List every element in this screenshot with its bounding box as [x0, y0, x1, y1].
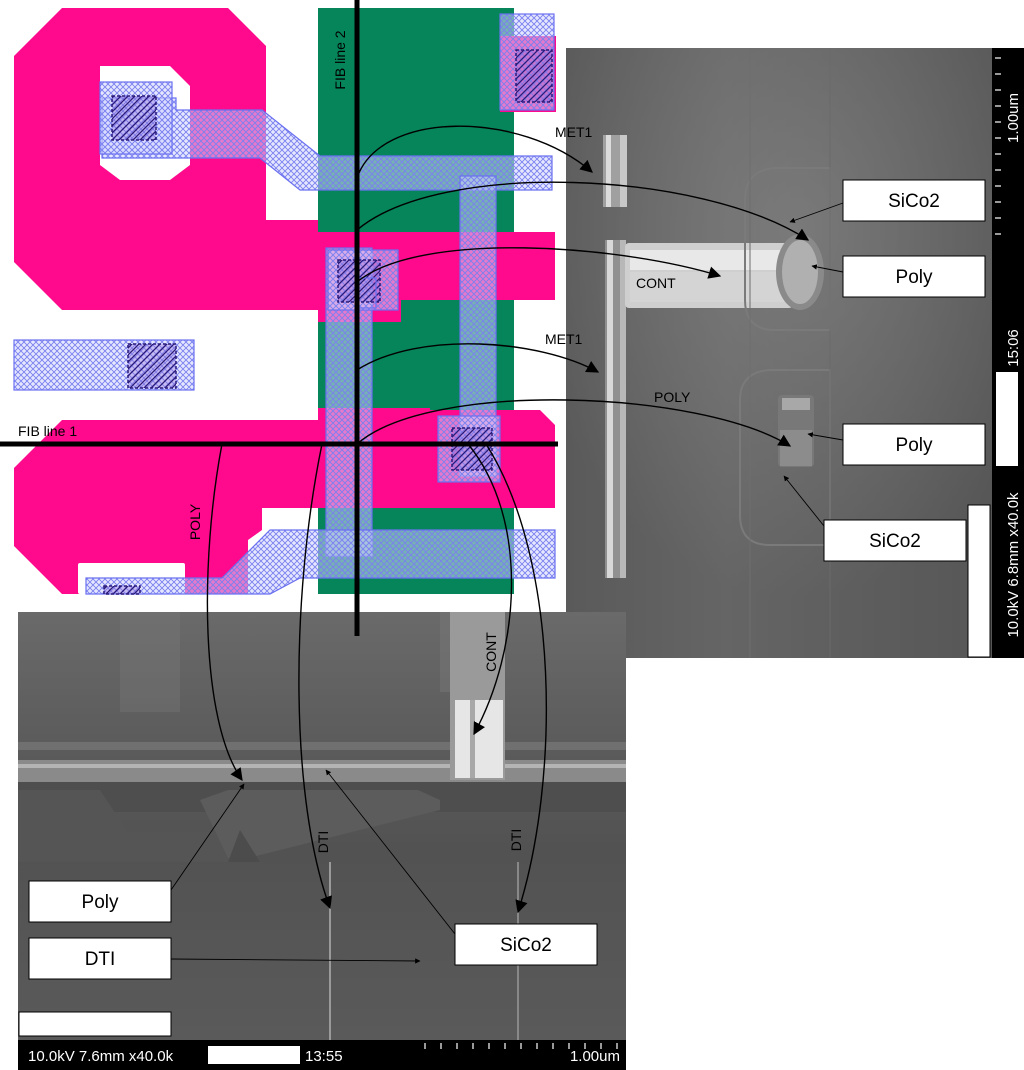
arrow-dti-right — [485, 443, 548, 914]
svg-text:Poly: Poly — [896, 267, 933, 288]
sem-bottom-time: 13:55 — [305, 1048, 343, 1065]
sem-bottom-info: 10.0kV 7.6mm x40.0k — [28, 1048, 174, 1065]
layout-drawing: FIB line 2 FIB line 1 — [0, 0, 566, 636]
svg-text:Poly: Poly — [82, 892, 119, 913]
svg-text:SiCo2: SiCo2 — [888, 191, 940, 212]
contact-square — [103, 585, 141, 595]
svg-text:SiCo2: SiCo2 — [869, 531, 921, 552]
arrows — [206, 125, 810, 914]
label-cont-vertical: CONT — [483, 632, 499, 672]
contact-square — [111, 95, 157, 141]
poly-shape-bottom-left — [14, 408, 555, 594]
arrow-cont-vertical — [467, 443, 513, 736]
arrow-dti-left — [298, 443, 332, 910]
sem-image-right: 1.00um 15:06 10.0kV 6.8mm x40.0k — [566, 48, 1024, 658]
sem-right-scale-label: 1.00um — [1005, 93, 1022, 143]
sem-bottom-scale-ticks — [424, 1043, 618, 1049]
callout-poly-top: Poly — [811, 255, 986, 298]
callout-poly-mid: Poly — [807, 423, 986, 466]
callout-sico2-bottom: SiCo2 — [325, 769, 598, 966]
label-poly-right: POLY — [654, 389, 691, 405]
svg-text:SiCo2: SiCo2 — [500, 935, 552, 956]
sem-right-scale-bar — [996, 372, 1018, 466]
label-cont-right: CONT — [636, 275, 676, 291]
sem-right-info: 10.0kV 6.8mm x40.0k — [1005, 492, 1022, 638]
arrow-poly-right — [356, 399, 792, 447]
callout-dti-bottom: DTI — [28, 937, 421, 980]
callout-sico2-mid: SiCo2 — [783, 475, 967, 562]
sem-bottom-white-box — [18, 1011, 172, 1037]
arrow-sico2-top — [356, 181, 810, 241]
fib-line-2-label: FIB line 2 — [332, 30, 348, 89]
callout-poly-bottom: Poly — [28, 783, 245, 923]
sem-image-bottom: 10.0kV 7.6mm x40.0k 13:55 1.00um — [18, 612, 626, 1070]
fib-line-1-label: FIB line 1 — [18, 423, 77, 439]
label-met1-mid: MET1 — [545, 331, 583, 347]
arrow-met1-mid — [356, 343, 600, 373]
callouts: SiCo2 Poly Poly SiCo2 Poly DTI — [28, 179, 986, 980]
arrow-cont-right — [356, 247, 722, 283]
label-met1-top: MET1 — [555, 124, 593, 140]
sem-right-scale-ticks — [995, 57, 1001, 235]
sem-right-time: 15:06 — [1005, 329, 1022, 367]
arrow-poly-vertical — [206, 443, 243, 782]
contact-square — [515, 49, 553, 103]
arrow-labels: MET1 CONT MET1 POLY POLY CONT DTI DTI — [187, 124, 691, 853]
arrow-met1-top — [356, 125, 593, 179]
callout-sico2-top: SiCo2 — [789, 179, 986, 223]
contact-square — [127, 343, 177, 389]
poly-shape-top-left — [14, 8, 555, 322]
label-dti-right: DTI — [508, 829, 524, 852]
sem-right-white-box — [967, 504, 991, 658]
sem-bottom-scale-bar — [208, 1046, 300, 1064]
svg-text:DTI: DTI — [85, 949, 116, 970]
label-poly-vertical: POLY — [187, 503, 203, 540]
sem-bottom-scale-label: 1.00um — [570, 1048, 620, 1065]
svg-text:Poly: Poly — [896, 435, 933, 456]
label-dti-left: DTI — [315, 831, 331, 854]
